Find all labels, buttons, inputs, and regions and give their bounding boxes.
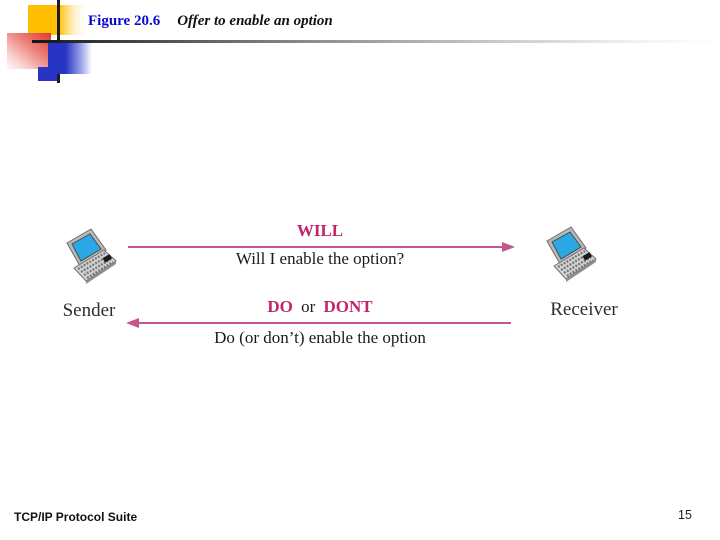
slide-title: Figure 20.6 Offer to enable an option xyxy=(88,13,333,30)
will-arrow-right xyxy=(128,242,515,252)
receiver-label: Receiver xyxy=(550,299,618,320)
arrowhead-right-icon xyxy=(502,242,515,252)
or-label: or xyxy=(301,297,316,316)
receiver-laptop-icon xyxy=(546,226,597,282)
do-arrow-left xyxy=(126,318,511,328)
arrow-shaft xyxy=(137,322,511,324)
do-dont-command-label: DO or DONT xyxy=(128,297,512,317)
decoration-blue-tab xyxy=(38,67,57,81)
figure-number: Figure 20.6 xyxy=(88,13,161,29)
decoration-vertical-rule xyxy=(57,0,60,83)
decoration-red-square xyxy=(7,33,51,69)
will-description: Will I enable the option? xyxy=(235,249,405,268)
arrowhead-left-icon xyxy=(126,318,139,328)
footer-book-title: TCP/IP Protocol Suite xyxy=(14,510,138,524)
page-number: 15 xyxy=(678,508,692,522)
decoration-yellow-square xyxy=(28,5,85,35)
dont-label: DONT xyxy=(323,297,373,316)
sender-label: Sender xyxy=(62,300,116,321)
sender-laptop-icon xyxy=(66,228,117,284)
figure-caption: Offer to enable an option xyxy=(177,13,333,29)
do-label: DO xyxy=(267,297,293,316)
header-horizontal-rule xyxy=(32,40,720,43)
do-description: Do (or don’t) enable the option xyxy=(214,328,426,347)
will-command-label: WILL xyxy=(296,221,344,240)
arrow-shaft xyxy=(128,246,504,248)
